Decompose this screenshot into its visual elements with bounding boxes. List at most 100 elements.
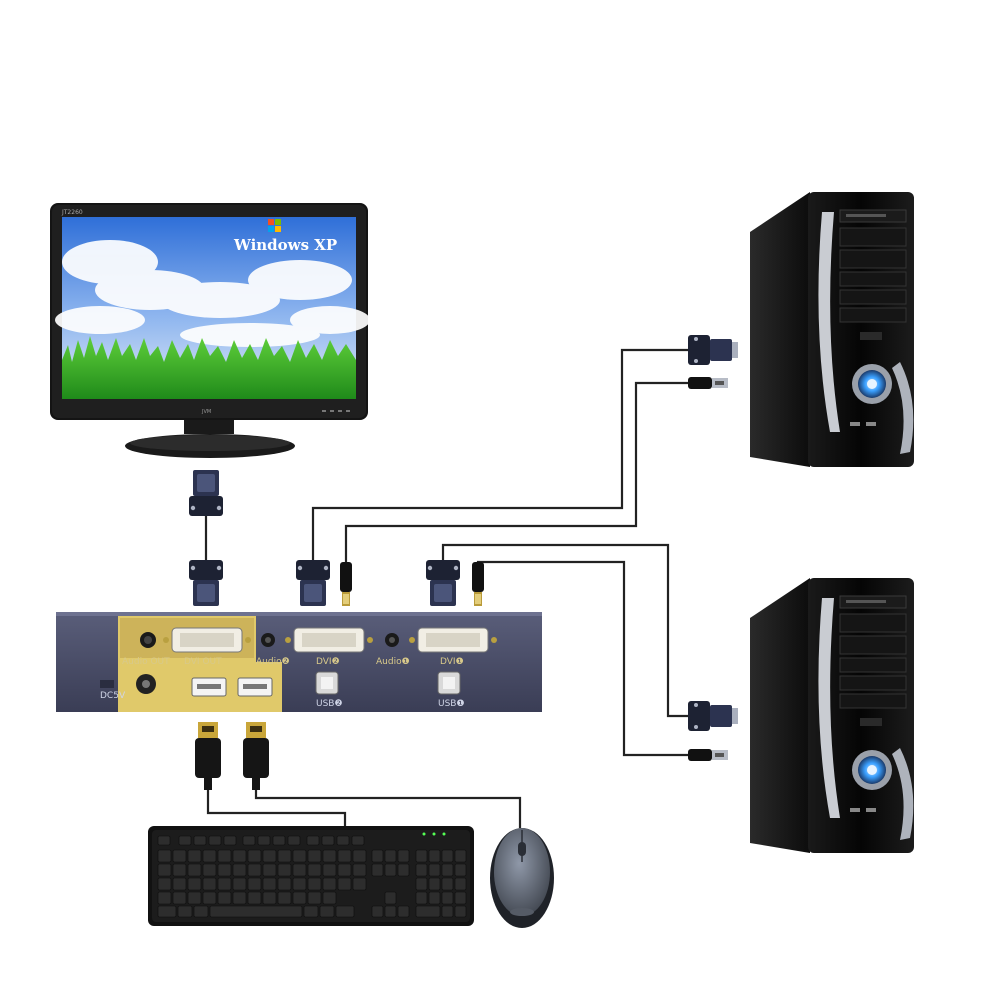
os-title: Windows XP xyxy=(233,236,337,254)
keyboard-key xyxy=(277,891,292,905)
keyboard-key xyxy=(217,849,232,863)
keyboard-key xyxy=(232,877,247,891)
keyboard-key xyxy=(454,877,467,891)
keyboard-key xyxy=(157,877,172,891)
keyboard-key xyxy=(209,905,303,918)
keyboard-key xyxy=(172,891,187,905)
keyboard-key xyxy=(217,877,232,891)
keyboard-key xyxy=(441,891,454,905)
keyboard-key xyxy=(262,877,277,891)
mouse-usb-plug xyxy=(243,722,269,790)
keyboard-key xyxy=(441,905,454,918)
keyboard-key xyxy=(307,891,322,905)
keyboard-key xyxy=(415,891,428,905)
keyboard-key xyxy=(178,835,192,846)
keyboard-key xyxy=(415,877,428,891)
kvm-switch: Audio OUT DVI OUT Audio❷ DVI❷ Audio❶ DVI… xyxy=(56,612,542,712)
keyboard-key xyxy=(371,905,384,918)
keyboard-key xyxy=(454,863,467,877)
keyboard-key xyxy=(217,891,232,905)
keyboard-key xyxy=(292,877,307,891)
keyboard-key xyxy=(428,849,441,863)
keyboard-usb-plug xyxy=(195,722,221,790)
keyboard-key xyxy=(223,835,237,846)
label-dvi-1: DVI❶ xyxy=(440,657,464,667)
keyboard-key xyxy=(262,863,277,877)
keyboard-key xyxy=(187,877,202,891)
keyboard-key xyxy=(232,891,247,905)
keyboard-key xyxy=(384,905,397,918)
keyboard-key xyxy=(352,863,367,877)
keyboard-key xyxy=(337,877,352,891)
keyboard-key xyxy=(202,877,217,891)
keyboard-key xyxy=(322,863,337,877)
label-power: DC5V xyxy=(100,691,126,701)
keyboard-key xyxy=(441,877,454,891)
kvm-dvi-1-plug xyxy=(426,560,460,606)
keyboard-key xyxy=(454,891,467,905)
monitor-brand: JT2260 xyxy=(61,209,83,216)
keyboard-key xyxy=(247,849,262,863)
keyboard-key xyxy=(232,849,247,863)
keyboard-key xyxy=(187,863,202,877)
keyboard-key xyxy=(292,849,307,863)
keyboard-key xyxy=(371,849,384,863)
pc2-usb-plug xyxy=(688,749,728,761)
pc-tower-2 xyxy=(749,577,915,854)
monitor: JT2260 Windows XP JVM xyxy=(50,203,370,458)
keyboard-key xyxy=(428,891,441,905)
keyboard-key xyxy=(352,877,367,891)
keyboard-key xyxy=(262,891,277,905)
keyboard-key xyxy=(272,835,286,846)
keyboard-key xyxy=(177,905,193,918)
keyboard-key xyxy=(187,849,202,863)
keyboard-key xyxy=(441,863,454,877)
keyboard-key xyxy=(157,905,177,918)
keyboard-key xyxy=(336,835,350,846)
keyboard-key xyxy=(322,891,337,905)
keyboard-key xyxy=(247,891,262,905)
keyboard-key xyxy=(208,835,222,846)
keyboard-key xyxy=(292,863,307,877)
keyboard-key xyxy=(202,891,217,905)
keyboard-key xyxy=(157,849,172,863)
keyboard-key xyxy=(337,863,352,877)
kvm-usb-2-plug xyxy=(340,562,352,606)
keyboard-key xyxy=(242,835,256,846)
keyboard-key xyxy=(397,905,410,918)
label-usb-2: USB❷ xyxy=(316,699,343,709)
keyboard-key xyxy=(335,905,355,918)
keyboard-key xyxy=(306,835,320,846)
keyboard-key xyxy=(217,863,232,877)
label-dvi-out: DVI OUT xyxy=(184,657,222,667)
keyboard-key xyxy=(322,877,337,891)
mouse xyxy=(490,828,554,928)
keyboard-key xyxy=(415,863,428,877)
keyboard-key xyxy=(352,849,367,863)
label-usb-1: USB❶ xyxy=(438,699,465,709)
keyboard-key xyxy=(384,849,397,863)
keyboard-key xyxy=(157,891,172,905)
keyboard-key xyxy=(257,835,271,846)
keyboard-key xyxy=(172,877,187,891)
pc1-usb-plug xyxy=(688,377,728,389)
keyboard-key xyxy=(351,835,365,846)
pc1-dvi-plug xyxy=(688,335,738,365)
label-dvi-2: DVI❷ xyxy=(316,657,340,667)
kvm-dvi-out-plug xyxy=(189,560,223,606)
keyboard-key xyxy=(321,835,335,846)
pc-tower-1 xyxy=(749,191,915,468)
keyboard-key xyxy=(292,891,307,905)
keyboard-key xyxy=(193,835,207,846)
keyboard-key xyxy=(397,863,410,877)
keyboard-key xyxy=(277,877,292,891)
keyboard-key xyxy=(454,905,467,918)
bezel-logo: JVM xyxy=(201,409,211,415)
keyboard-key xyxy=(202,863,217,877)
keyboard-key xyxy=(428,863,441,877)
cables xyxy=(204,348,688,828)
keyboard-key xyxy=(322,849,337,863)
keyboard-key xyxy=(172,863,187,877)
keyboard-key xyxy=(157,835,171,846)
keyboard-key xyxy=(415,905,441,918)
